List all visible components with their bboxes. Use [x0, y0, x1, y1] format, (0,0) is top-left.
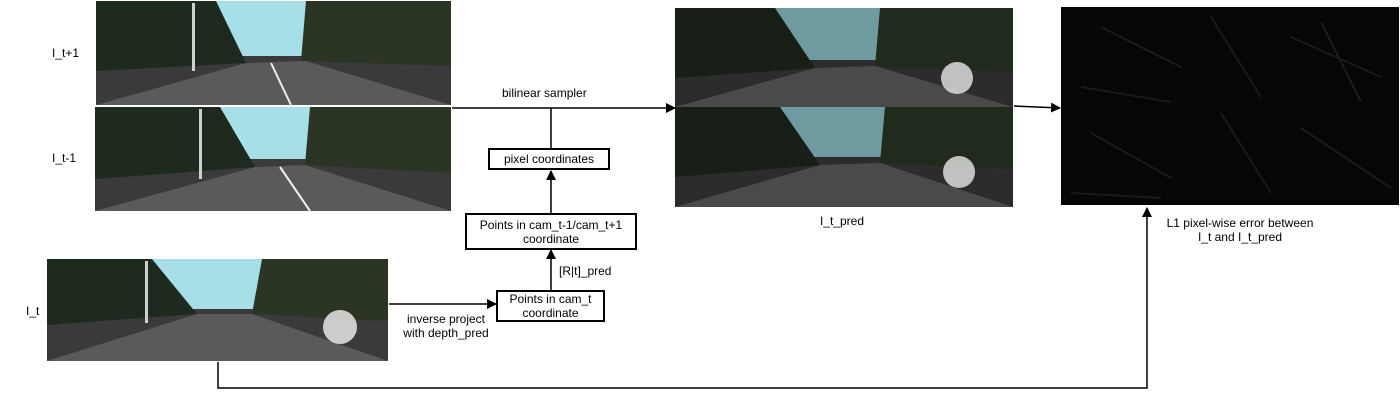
label-pose-pred: [R|t]_pred — [559, 264, 612, 278]
box-points-cam-t-1-line1: Points in cam_t-1/cam_t+1 — [479, 217, 623, 232]
frame-pred-top — [675, 8, 1013, 107]
label-inverse-project-2: with depth_pred — [403, 326, 489, 340]
box-points-cam-t-1: Points in cam_t-1/cam_t+1 coordinate — [465, 213, 637, 250]
box-points-cam-t: Points in cam_t coordinate — [496, 290, 605, 322]
label-bilinear-sampler: bilinear sampler — [502, 86, 587, 100]
arrow-to-loss — [217, 207, 1152, 389]
frame-pred-bottom — [675, 107, 1013, 207]
frame-image-t — [47, 259, 388, 361]
error-map-bottom — [1061, 108, 1399, 205]
box-points-cam-t-line2: coordinate — [522, 306, 579, 320]
box-pixel-coordinates-text: pixel coordinates — [503, 152, 595, 166]
arrow-to-error — [1013, 102, 1061, 113]
error-map-top — [1061, 7, 1399, 108]
label-error-line1: L1 pixel-wise error between — [1166, 216, 1314, 230]
box-points-cam-t-1-line2: coordinate — [522, 231, 580, 246]
label-error-line2: I_t and I_t_pred — [1197, 230, 1283, 244]
label-frame-t: I_t — [26, 304, 40, 318]
label-pred: I_t_pred — [819, 214, 865, 228]
box-pixel-coordinates: pixel coordinates — [488, 148, 610, 170]
frame-image-t-plus-1 — [96, 1, 451, 105]
label-frame-t-minus-1: I_t-1 — [52, 151, 77, 165]
label-frame-t-plus-1: I_t+1 — [52, 46, 80, 60]
box-points-cam-t-line1: Points in cam_t — [509, 292, 592, 306]
label-inverse-project-1: inverse project — [406, 312, 486, 326]
frame-image-t-minus-1 — [95, 107, 451, 211]
